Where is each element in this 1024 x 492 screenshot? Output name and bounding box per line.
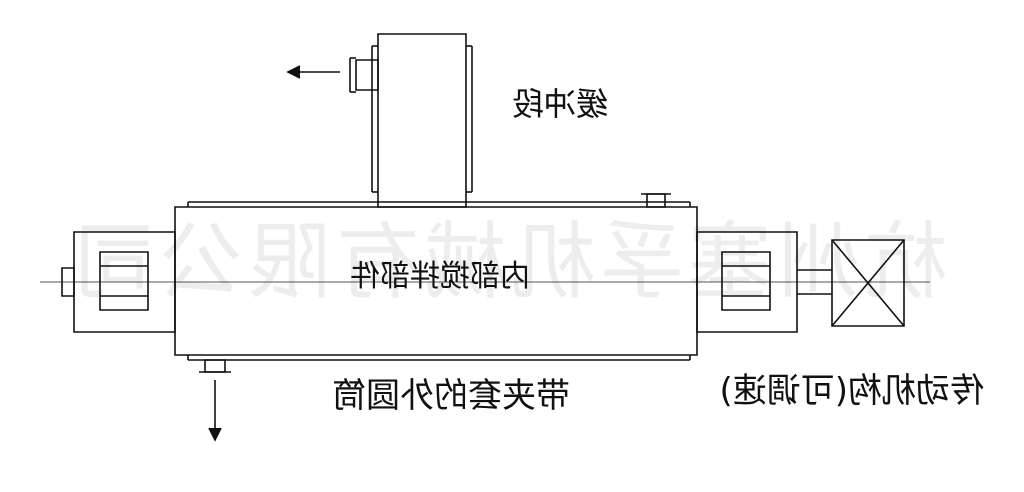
buffer-outlet-nozzle [350,58,378,92]
bottom-discharge-nozzle [199,360,231,372]
buffer-section [372,34,472,207]
internal-mixing-label: 内部搅拌部件 [350,259,530,294]
drive-coupling [797,270,832,294]
discharge-arrow-down [209,380,221,440]
right-bearing-housing [697,232,797,332]
outlet-arrow-left [288,66,340,78]
jacketed-cylinder-label: 带夹套的外圆筒 [332,376,570,416]
top-nozzle [641,194,671,207]
left-bearing-housing [62,232,175,332]
buffer-section-label: 缓冲段 [511,85,608,123]
drive-mechanism-label: 传动机构(可调速) [719,371,984,411]
drive-motor-box [832,240,904,326]
